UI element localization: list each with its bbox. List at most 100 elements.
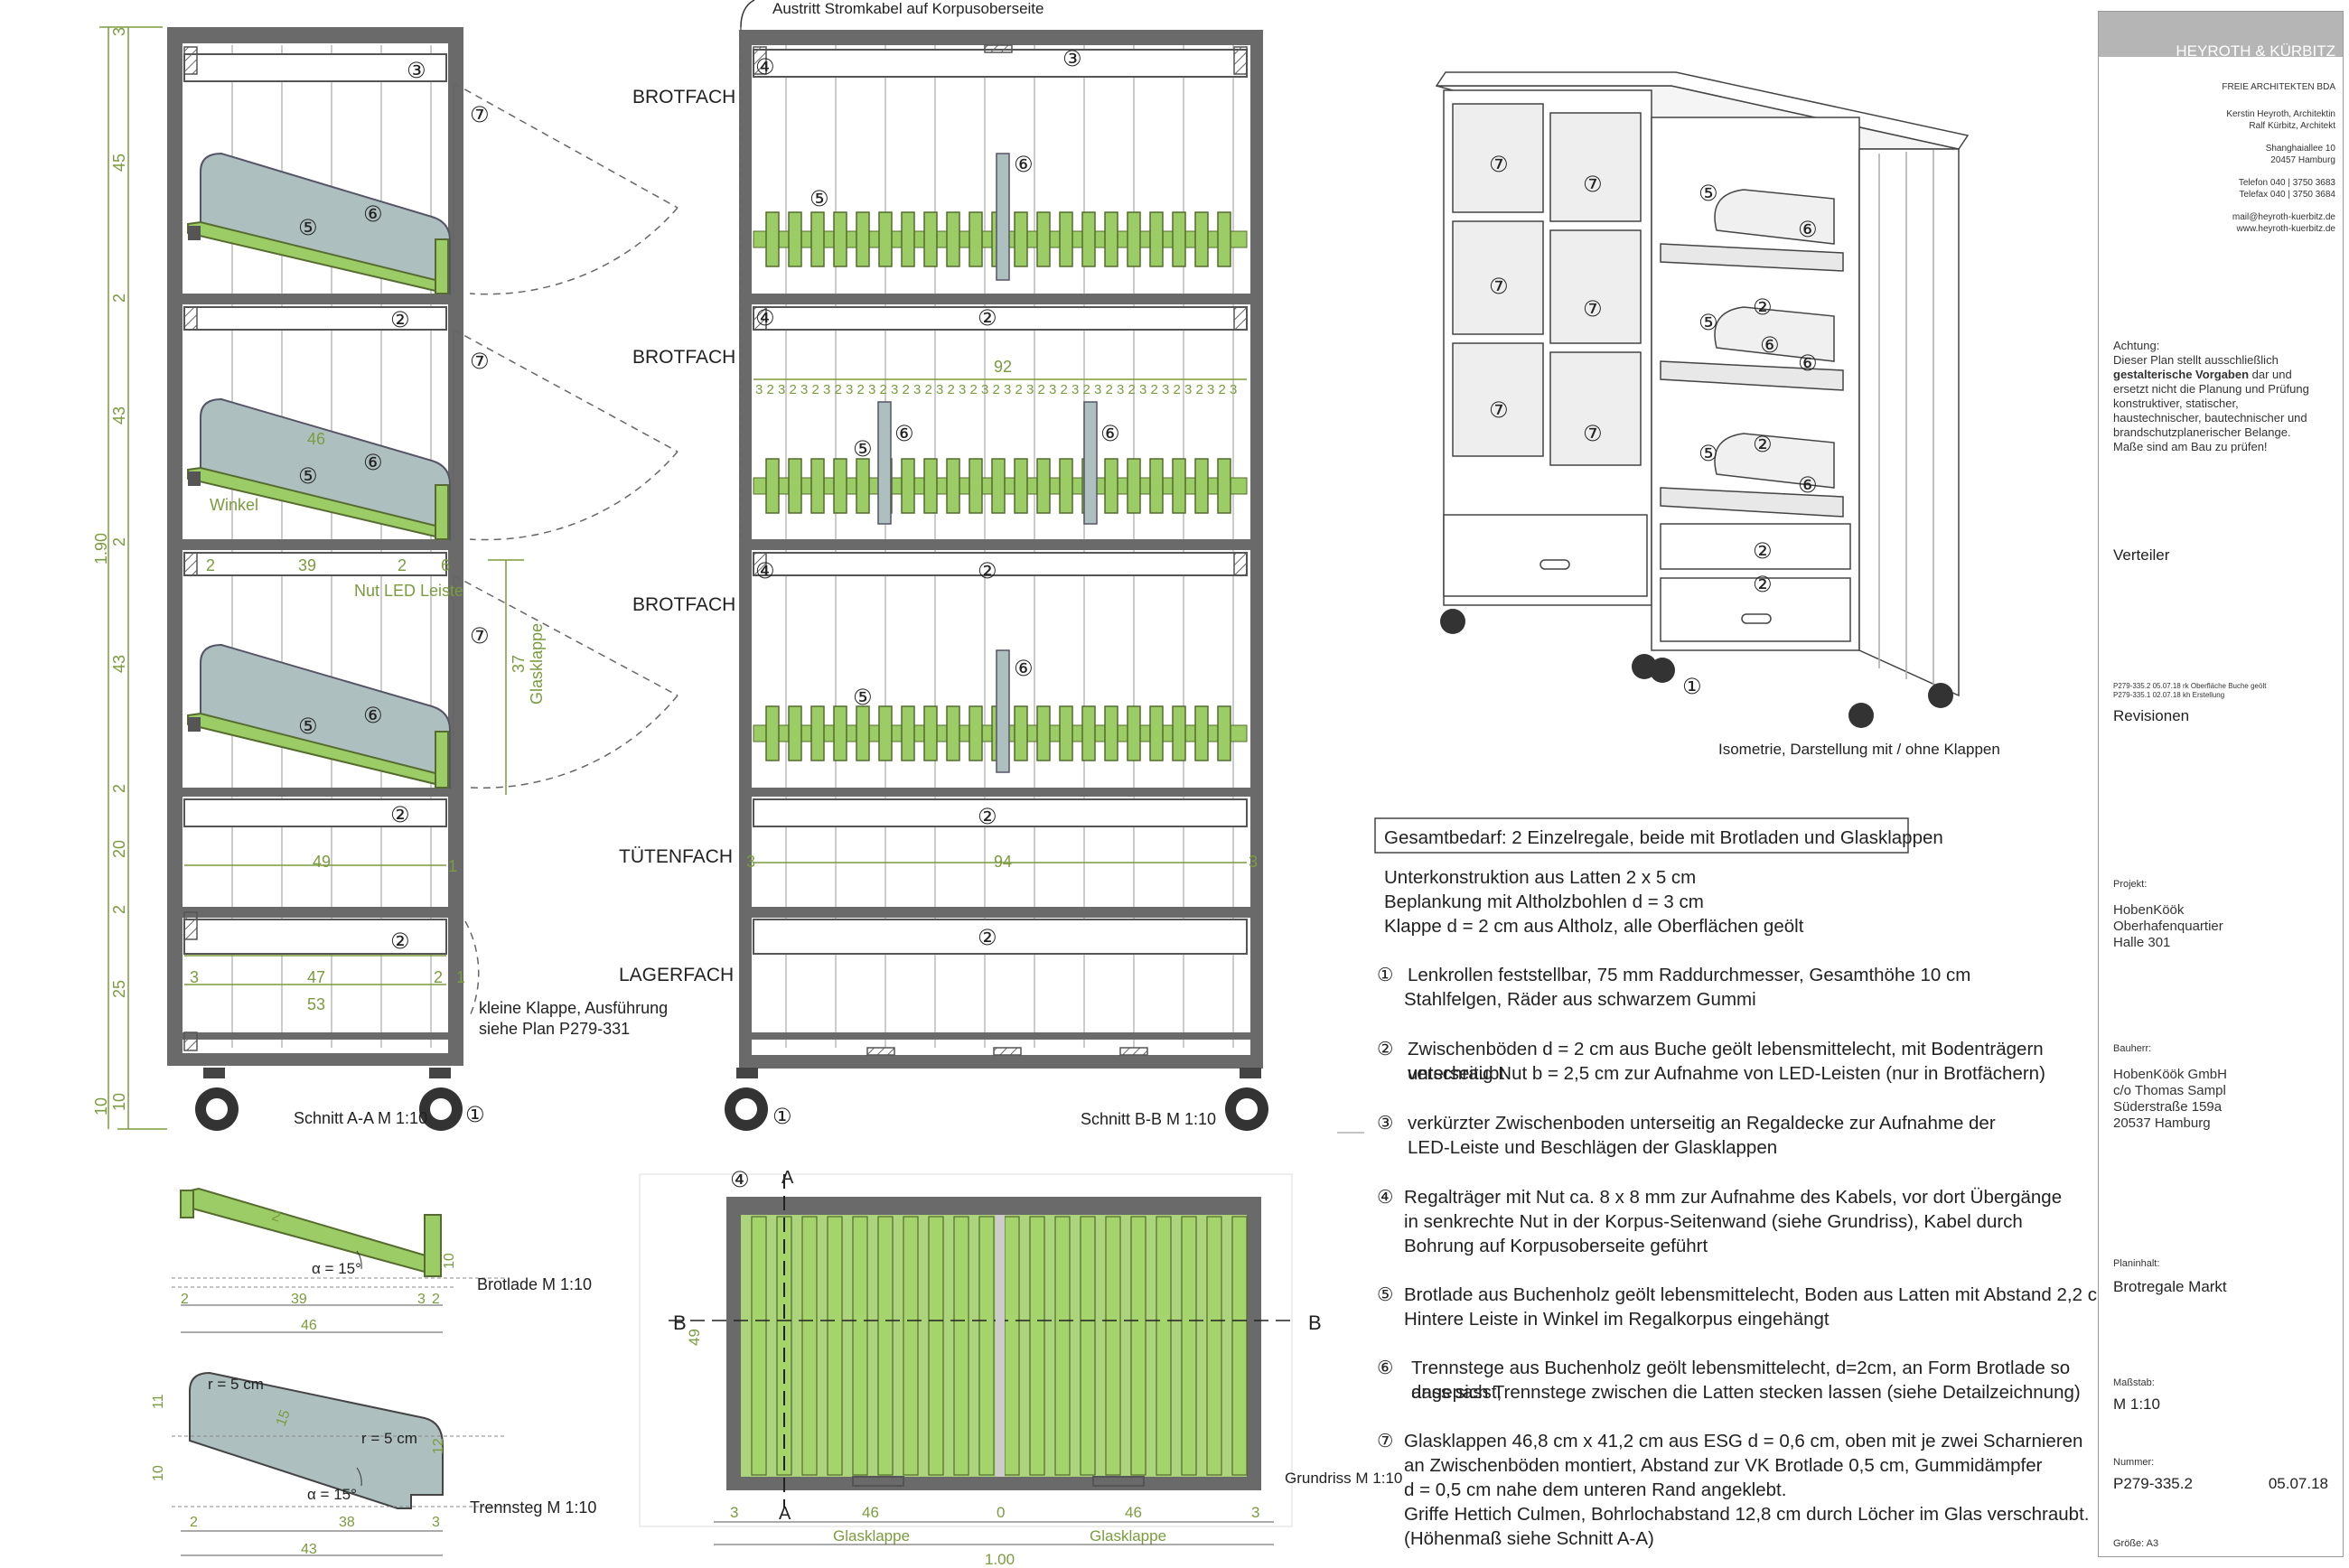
warning-line-1: Achtung:	[2113, 339, 2160, 352]
svg-text:46: 46	[862, 1504, 879, 1521]
note-6-line-b: dass sich Trennstege zwischen die Latten…	[1411, 1382, 2081, 1403]
svg-text:1: 1	[448, 857, 457, 875]
firm-street: Shanghaiallee 10	[2265, 144, 2335, 154]
slat	[901, 458, 915, 514]
svg-text:12: 12	[431, 1438, 446, 1454]
projekt-label: Projekt:	[2113, 879, 2148, 890]
slat	[1081, 211, 1096, 267]
dim-texts-a: 45 43 43 20 25 3 2 2 2 2 10 1.90 10 49 4…	[92, 27, 546, 1115]
svg-text:⑤: ⑤	[1699, 311, 1718, 335]
plan-slat	[1054, 1216, 1071, 1476]
svg-text:1.90: 1.90	[92, 533, 110, 565]
projekt-line-1: HobenKöök	[2113, 902, 2185, 918]
svg-text:43: 43	[110, 655, 128, 673]
svg-text:Glasklappe: Glasklappe	[528, 623, 546, 705]
slat-spacing-dim: 3	[891, 382, 898, 397]
bauherr-line-2: c/o Thomas Sampl	[2113, 1083, 2226, 1098]
slat-spacing-dim: 3	[1117, 382, 1124, 397]
slat-spacing-dim: 2	[970, 382, 978, 397]
slat-row-1	[753, 211, 1248, 267]
svg-text:②: ②	[978, 805, 997, 829]
slat-spacing-dim: 3	[1094, 382, 1101, 397]
svg-text:38: 38	[339, 1515, 355, 1530]
support-blocks-b	[753, 44, 1248, 1056]
plan-slat	[1181, 1216, 1197, 1476]
note-1-marker: ①	[1377, 965, 1394, 985]
slat	[1104, 211, 1118, 267]
slat	[1217, 211, 1231, 267]
small-flap-note-1: kleine Klappe, Ausführung	[479, 999, 668, 1017]
svg-text:2: 2	[110, 537, 128, 546]
firm-person-2: Ralf Kürbitz, Architekt	[2249, 121, 2335, 131]
slat	[1172, 211, 1186, 267]
plan-slat	[1206, 1216, 1222, 1476]
note-3-line-b: LED-Leiste und Beschlägen der Glasklappe…	[1408, 1137, 1778, 1158]
slat-spacing-dim: 2	[1196, 382, 1203, 397]
note-7-marker: ⑦	[1377, 1431, 1394, 1451]
massstab-value: M 1:10	[2113, 1395, 2160, 1413]
slat	[1217, 458, 1231, 514]
slat-spacing-dim: 3	[800, 382, 808, 397]
datum-value: 05.07.18	[2268, 1475, 2328, 1492]
slat-spacing-dim: 3	[868, 382, 875, 397]
svg-text:②: ②	[390, 803, 410, 827]
svg-text:11: 11	[151, 1394, 166, 1409]
svg-text:α = 15°: α = 15°	[312, 1260, 361, 1277]
svg-text:⑦: ⑦	[1583, 422, 1603, 446]
warning-line-5: konstruktiver, statischer,	[2113, 397, 2239, 410]
dividers-b	[877, 153, 1098, 773]
plan-slat	[1080, 1216, 1096, 1476]
svg-text:α = 15°: α = 15°	[307, 1486, 357, 1503]
bread-drawer-3	[187, 643, 451, 789]
svg-text:②: ②	[1753, 295, 1773, 320]
svg-text:Trennsteg M 1:10: Trennsteg M 1:10	[470, 1498, 596, 1517]
slat	[969, 458, 983, 514]
slat-spacing-dim: 2	[1061, 382, 1068, 397]
svg-text:1.00: 1.00	[985, 1551, 1015, 1568]
svg-text:3: 3	[190, 968, 199, 986]
planinhalt-value: Brotregale Markt	[2113, 1278, 2227, 1295]
slat	[1217, 705, 1231, 761]
note-5-line-a: Brotlade aus Buchenholz geölt lebensmitt…	[1404, 1284, 2113, 1305]
svg-text:3: 3	[432, 1515, 440, 1530]
slat-spacing-dim: 2	[1219, 382, 1226, 397]
dim-lines-a	[99, 26, 524, 1130]
slat-spacing-dim: 2	[857, 382, 865, 397]
note-7-line-b: an Zwischenböden montiert, Abstand zur V…	[1404, 1455, 2043, 1476]
slat-spacing-dim: 2	[835, 382, 842, 397]
slat	[946, 458, 960, 514]
title-block: HEYROTH & KÜRBITZ FREIE ARCHITEKTEN BDA …	[2098, 11, 2344, 1557]
svg-text:⑤: ⑤	[1699, 442, 1718, 466]
plan-slat	[1105, 1216, 1121, 1476]
svg-text:Brotlade M 1:10: Brotlade M 1:10	[477, 1275, 592, 1293]
svg-text:⑤: ⑤	[298, 464, 318, 489]
firm-phone: Telefon 040 | 3750 3683	[2238, 178, 2335, 188]
section-a-a: 45 43 43 20 25 3 2 2 2 2 10 1.90 10 49 4…	[92, 26, 678, 1131]
svg-text:3: 3	[1251, 1504, 1259, 1521]
bauherr-line-4: 20537 Hamburg	[2113, 1115, 2211, 1131]
revision-1: P279-335.2 05.07.18 rk Oberfläche Buche …	[2113, 682, 2267, 690]
firm-web: www.heyroth-kuerbitz.de	[2236, 224, 2336, 234]
svg-text:3: 3	[110, 27, 128, 36]
slat-spacing-dim: 3	[1049, 382, 1056, 397]
slat-spacing-dim: 2	[1128, 382, 1136, 397]
cable-exit-note: Austritt Stromkabel auf Korpusoberseite	[772, 0, 1044, 17]
section-a-title: Schnitt A-A M 1:10	[294, 1109, 427, 1127]
slat	[1172, 458, 1186, 514]
shelf-label-brotfach-3: BROTFACH	[632, 594, 736, 615]
slat-spacing-dim: 2	[812, 382, 819, 397]
slat	[1059, 705, 1073, 761]
svg-text:2: 2	[181, 1292, 189, 1307]
revisionen-label: Revisionen	[2113, 707, 2190, 724]
slat	[878, 705, 893, 761]
slat-spacing-dim: 2	[948, 382, 955, 397]
slat	[1194, 705, 1209, 761]
slat-spacing-dim: 3	[823, 382, 830, 397]
slat	[1194, 458, 1209, 514]
note-4-line-c: Bohrung auf Korpusoberseite geführt	[1404, 1236, 1708, 1256]
svg-text:6: 6	[441, 556, 450, 574]
slat-spacing-dim: 2	[993, 382, 1000, 397]
svg-text:②: ②	[1753, 433, 1773, 457]
plan-slat	[978, 1216, 995, 1476]
